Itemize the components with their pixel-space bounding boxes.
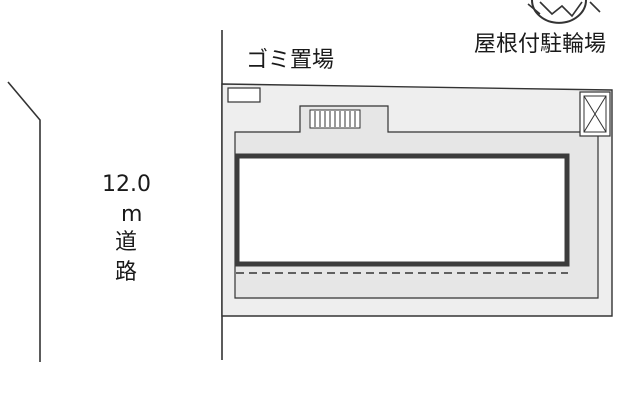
road-label-char-1: 道 [115, 230, 138, 255]
road-left-edge [7, 81, 41, 362]
bicycle-box-icon [579, 91, 611, 137]
garbage-storage-label: ゴミ置場 [246, 48, 335, 73]
bicycle-parking-label: 屋根付駐輪場 [474, 32, 607, 57]
road-width-value: 12.0 [102, 172, 151, 197]
garbage-storage-box [227, 87, 261, 103]
compass-icon [527, 0, 601, 24]
road-width-unit: m [121, 202, 143, 227]
road-label-char-2: 路 [115, 260, 138, 285]
stairs-icon [309, 109, 361, 129]
building-block [234, 153, 570, 267]
